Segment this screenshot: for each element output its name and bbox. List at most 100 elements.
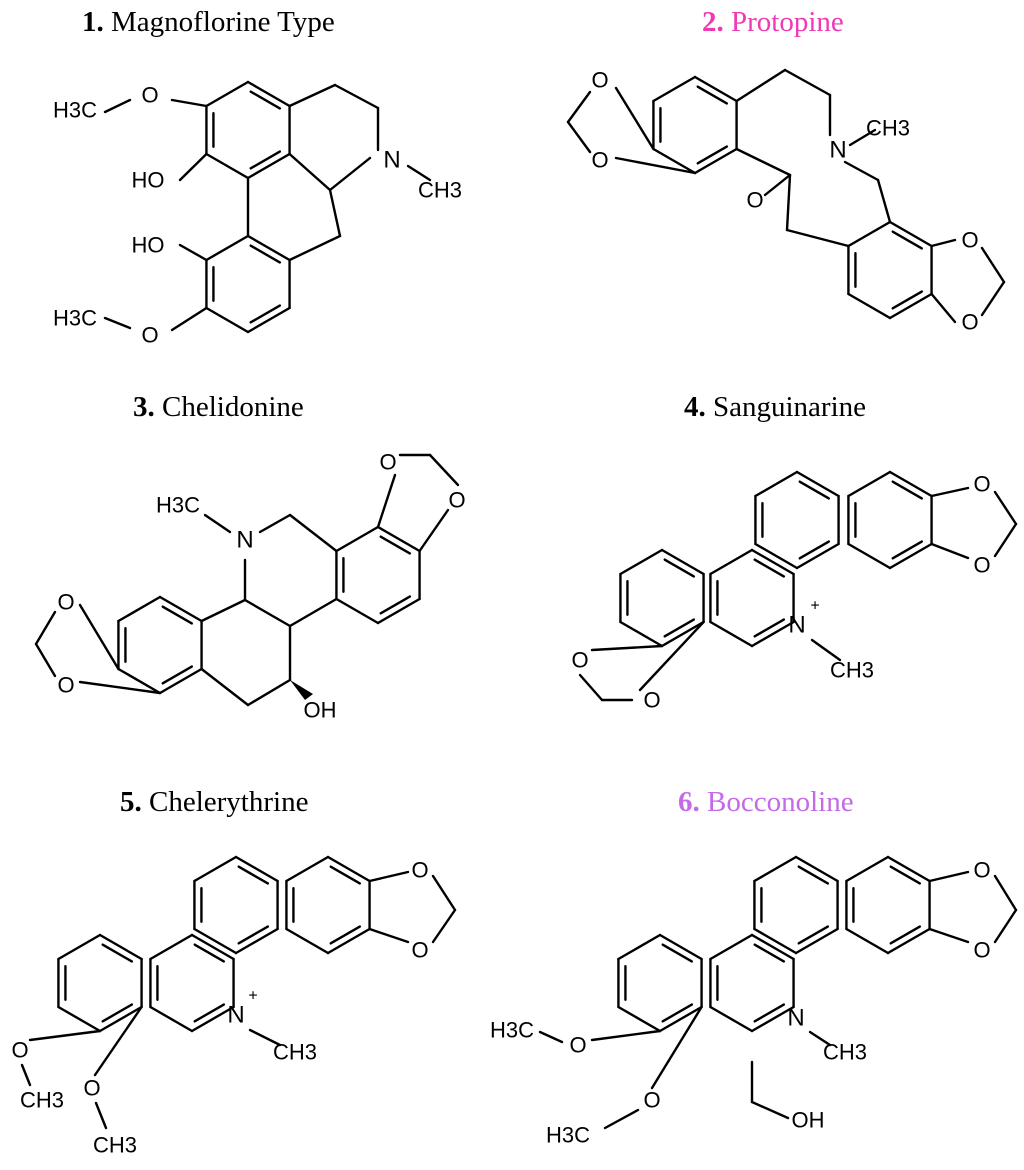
bond [248,1028,282,1047]
bond [94,1101,108,1130]
bond [117,595,162,623]
bond [617,933,662,961]
bond [98,1005,143,1033]
bond [753,558,786,578]
atom-label-n: N [383,147,400,174]
bond [406,164,432,182]
atom-label-ch3: CH3 [418,178,462,203]
atom-label-o: O [643,1088,660,1113]
charge-plus: + [248,988,257,1005]
bond [333,83,380,110]
atom-label-ch3: CH3 [93,1133,137,1158]
bond [638,620,705,692]
bond [810,638,842,662]
bond [234,927,279,955]
bond [335,525,380,553]
caption-6: 6. Bocconoline [678,788,854,817]
wedge-bond [290,680,313,700]
atom-label-h3c: H3C [546,1123,590,1148]
bond [368,927,410,944]
compound-name: Protopine [731,6,844,38]
atom-label-o: O [57,673,74,698]
bond [785,173,792,232]
bond [614,86,655,151]
bond [753,618,786,638]
bond [797,925,830,945]
bond [288,152,332,192]
bond [663,558,696,578]
bond [193,927,238,955]
bond [34,610,57,646]
bond [158,595,203,623]
bond [709,620,754,648]
atom-label-o: O [571,648,588,673]
bond [249,304,282,324]
atom-label-o: O [961,310,978,335]
atom-label-ch3: CH3 [273,1040,317,1065]
bond [237,865,270,885]
atom-label-o: O [973,553,990,578]
atom-label-h3c: H3C [53,98,97,123]
bond [368,870,410,883]
bond [329,865,362,885]
atom-label-h3c: H3C [53,306,97,331]
bond [980,246,1006,284]
bond [590,644,664,652]
atom-label-o: O [411,938,428,963]
bond [696,145,729,165]
bond [795,470,840,498]
bond [652,147,697,175]
bond [249,244,282,264]
atom-label-ho: HO [132,233,165,258]
bond [234,855,279,883]
bond [847,542,892,570]
bond [158,667,203,695]
bond [661,1003,694,1023]
bond [614,156,697,175]
atom-label-o: O [141,83,158,108]
bond [696,85,729,105]
bond [888,542,933,570]
bond [930,542,970,560]
atom-label-o: O [11,1038,28,1063]
bond [798,540,831,560]
bond [149,1005,194,1033]
bond [288,597,338,628]
bond [660,620,705,648]
atom-label-n: N [227,1002,244,1029]
bond [891,480,924,500]
bond [795,542,840,570]
bond [329,925,362,945]
bond [57,933,102,961]
bond [845,927,890,955]
bond [709,933,754,961]
bond [249,150,282,170]
bond [889,865,922,885]
bond [326,855,371,883]
bond [200,667,250,707]
bond [57,1005,102,1033]
bond [735,68,787,103]
bond [754,542,799,570]
bond [249,90,282,110]
bond [928,927,970,944]
compound-name: Sanguinarine [713,391,867,423]
caption-1: 1. Magnoflorine Type [82,8,335,37]
bond [205,306,250,334]
atom-label-ch3: CH3 [866,116,910,141]
bond [335,597,380,625]
bond [652,75,697,103]
bond [928,870,970,883]
caption-2: 2. Protopine [702,8,844,37]
bond [891,290,924,310]
bond [847,220,892,248]
bond [891,230,924,250]
compound-number: 1. [82,6,104,38]
bond [753,855,798,883]
compound-number: 5. [120,786,142,818]
bond [658,1005,703,1033]
